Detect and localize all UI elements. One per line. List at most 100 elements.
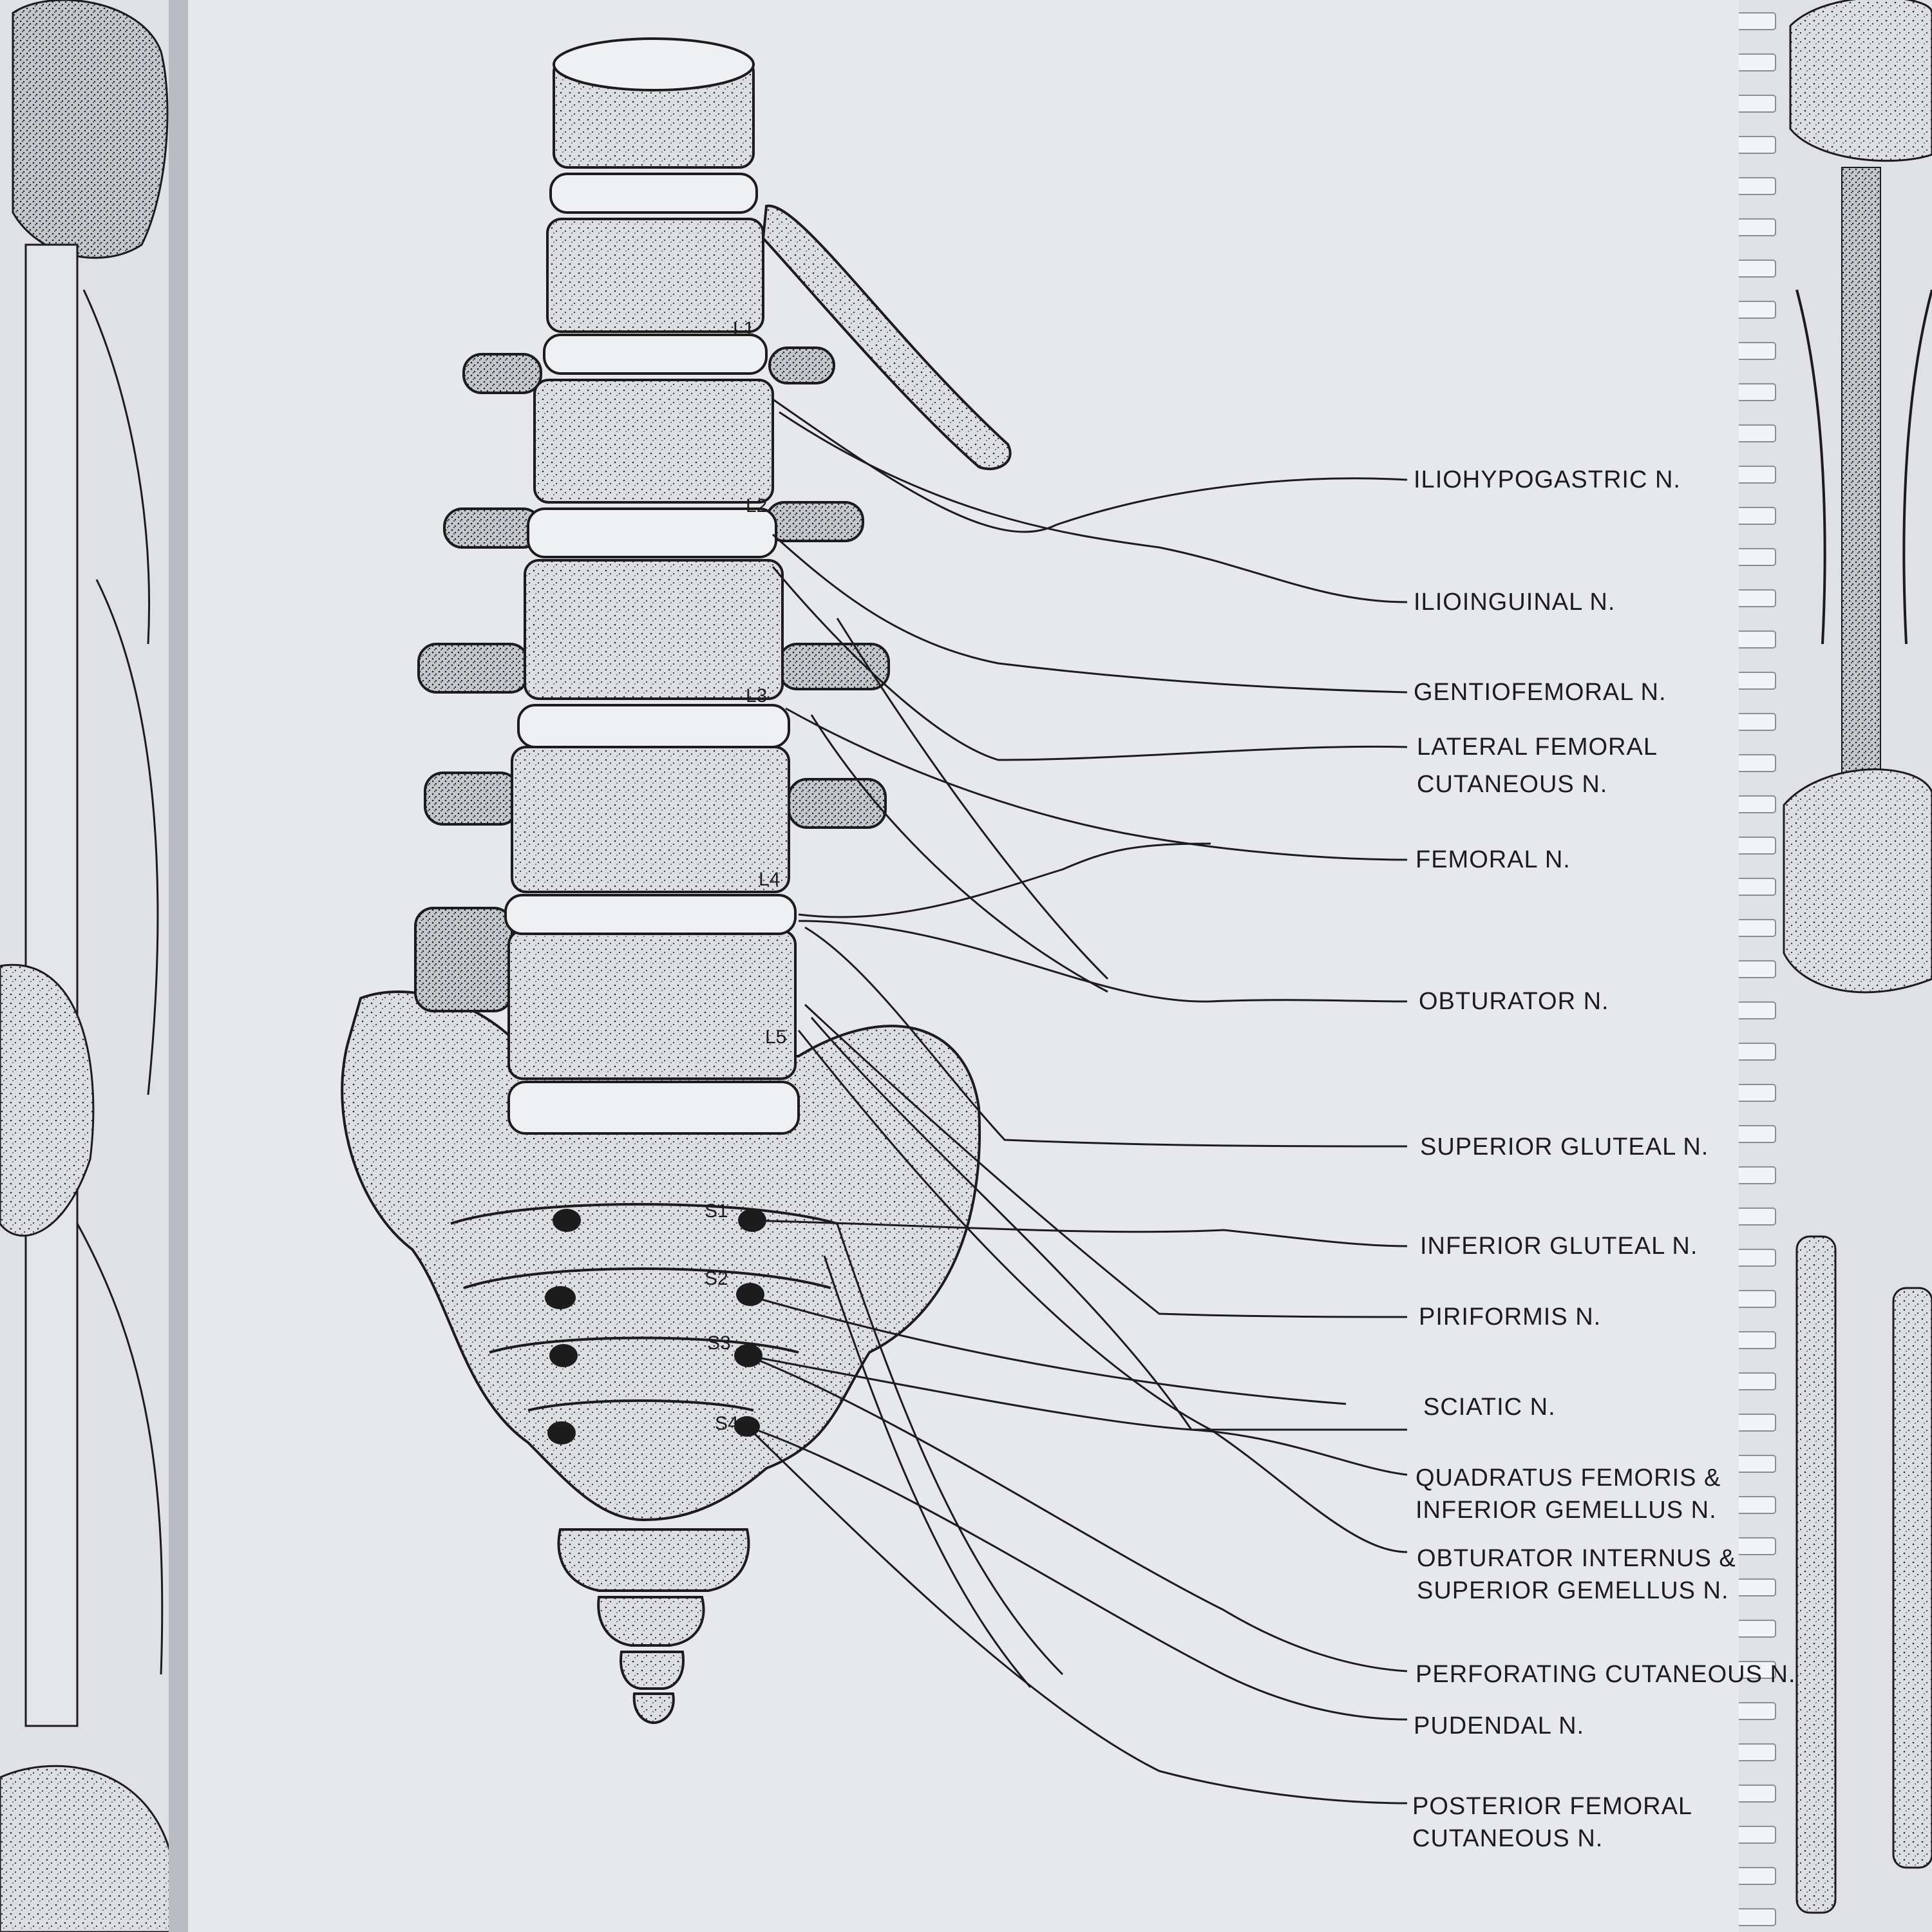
nerve-branch	[804, 926, 1408, 1148]
vertebra-top-surface	[553, 37, 755, 91]
binding-tab	[1735, 424, 1776, 442]
binding-tab	[1735, 1867, 1776, 1885]
nerve-branch	[797, 1030, 1408, 1553]
label-quadratus-femoris-inferior-gemellus-n-line2: INFERIOR GEMELLUS N.	[1416, 1497, 1717, 1524]
label-femoral-n: FEMORAL N.	[1416, 846, 1571, 873]
nerve-branch	[810, 714, 1108, 993]
intervertebral-disc	[504, 894, 797, 935]
intervertebral-disc	[507, 1081, 800, 1135]
label-iliohypogastric-n: ILIOHYPOGASTRIC N.	[1414, 466, 1681, 493]
binding-tab	[1735, 12, 1776, 30]
vertebral-body	[511, 746, 790, 893]
label-obturator-internus-superior-gemellus-n-line1: OBTURATOR INTERNUS &	[1417, 1545, 1736, 1572]
binding-tab	[1735, 1331, 1776, 1349]
nerve-branch	[746, 1425, 1408, 1721]
binding-tab	[1735, 1001, 1776, 1019]
nerve-branch	[810, 1017, 1408, 1476]
binding-tab	[1735, 795, 1776, 813]
coccyx	[557, 1528, 750, 1725]
binding-tab	[1735, 589, 1776, 607]
binding-tab	[1735, 1702, 1776, 1720]
binding-tab	[1735, 53, 1776, 71]
binding-tab	[1735, 1125, 1776, 1143]
vertebra-labels: L1 L2 L3 L4 L5 S1 S2 S3 S4	[705, 318, 786, 1434]
transverse-process	[788, 778, 887, 829]
binding-tab	[1735, 919, 1776, 937]
nerve-branch	[823, 1255, 1032, 1688]
binding-tab	[1735, 260, 1776, 278]
binding-tab	[1735, 95, 1776, 113]
nerve-branch	[746, 1354, 1408, 1672]
binding-tab	[1735, 1743, 1776, 1761]
nerve-branch	[804, 1003, 1408, 1318]
binding-tab	[1735, 301, 1776, 319]
intervertebral-disc	[549, 173, 758, 214]
binding-tab	[1735, 1537, 1776, 1555]
label-pudendal-n: PUDENDAL N.	[1414, 1712, 1584, 1739]
binding-tab	[1735, 1620, 1776, 1638]
vertebral-body	[533, 379, 774, 504]
right-page-skeleton-illustration	[1739, 0, 1932, 1932]
binding-tab	[1735, 1785, 1776, 1803]
binding-tab	[1735, 466, 1776, 484]
binding-tab	[1735, 1496, 1776, 1514]
vertebra-label-l5: L5	[765, 1027, 786, 1048]
intervertebral-disc	[517, 704, 790, 748]
transverse-process	[768, 346, 835, 384]
label-obturator-internus-superior-gemellus-n-line2: SUPERIOR GEMELLUS N.	[1417, 1577, 1729, 1604]
transverse-process	[778, 643, 890, 690]
label-obturator-n: OBTURATOR N.	[1419, 988, 1609, 1015]
label-sciatic-n: SCIATIC N.	[1423, 1394, 1556, 1421]
binding-tab	[1735, 754, 1776, 772]
nerve-branch	[836, 1223, 1064, 1676]
nerve-branch	[785, 707, 1408, 861]
vertebra-label-s2: S2	[705, 1268, 728, 1289]
vertebral-body	[507, 929, 797, 1080]
nerve-branch	[743, 1293, 1347, 1405]
binding-tab	[1735, 1372, 1776, 1390]
binding-tab	[1735, 218, 1776, 236]
transverse-process	[462, 353, 542, 394]
label-lateral-femoral-cutaneous-n-line2: CUTANEOUS N.	[1417, 771, 1607, 798]
binding-tab	[1735, 713, 1776, 731]
transverse-process	[417, 643, 529, 694]
label-gentiofemoral-n: GENTIOFEMORAL N.	[1414, 679, 1667, 706]
binding-tab	[1735, 1908, 1776, 1926]
binding-tab	[1735, 507, 1776, 525]
binding-tab	[1735, 878, 1776, 896]
nerve-branch	[798, 920, 1408, 1003]
binding-tab	[1735, 960, 1776, 978]
nerve-branch	[746, 1425, 1408, 1804]
binding-tab	[1735, 837, 1776, 855]
binding-tab	[1735, 1578, 1776, 1596]
binding-tab	[1735, 1249, 1776, 1267]
vertebra-label-l1: L1	[733, 318, 754, 339]
vertebra-label-s3: S3	[707, 1332, 731, 1354]
nerve-branch	[779, 411, 1408, 603]
label-superior-gluteal-n: SUPERIOR GLUTEAL N.	[1420, 1133, 1709, 1160]
nerve-branch	[743, 1219, 1408, 1247]
binding-tab	[1735, 177, 1776, 195]
binding-tab	[1735, 548, 1776, 566]
binding-tab	[1735, 1043, 1776, 1061]
nerve-labels: ILIOHYPOGASTRIC N. ILIOINGUINAL N. GENTI…	[1412, 466, 1796, 1852]
nerve-branch	[746, 1354, 1407, 1431]
binding-tab	[1735, 1455, 1776, 1473]
binding-tab	[1735, 1166, 1776, 1184]
spiral-binding	[1735, 12, 1776, 1926]
label-quadratus-femoris-inferior-gemellus-n-line1: QUADRATUS FEMORIS &	[1416, 1464, 1721, 1492]
transverse-process	[424, 772, 520, 826]
vertebral-body	[546, 218, 764, 333]
vertebra-label-l4: L4	[759, 869, 780, 890]
label-posterior-femoral-cutaneous-n-line1: POSTERIOR FEMORAL	[1412, 1793, 1692, 1820]
lumbar-vertebral-column	[414, 37, 890, 1135]
nerve-branch	[836, 618, 1109, 980]
label-lateral-femoral-cutaneous-n-line1: LATERAL FEMORAL	[1417, 734, 1658, 761]
vertebra-label-s1: S1	[705, 1200, 728, 1222]
binding-tab	[1735, 342, 1776, 360]
page-gutter-left	[169, 0, 188, 1932]
binding-tab	[1735, 383, 1776, 401]
label-perforating-cutaneous-n: PERFORATING CUTANEOUS N.	[1416, 1661, 1796, 1688]
transverse-process	[765, 501, 864, 542]
